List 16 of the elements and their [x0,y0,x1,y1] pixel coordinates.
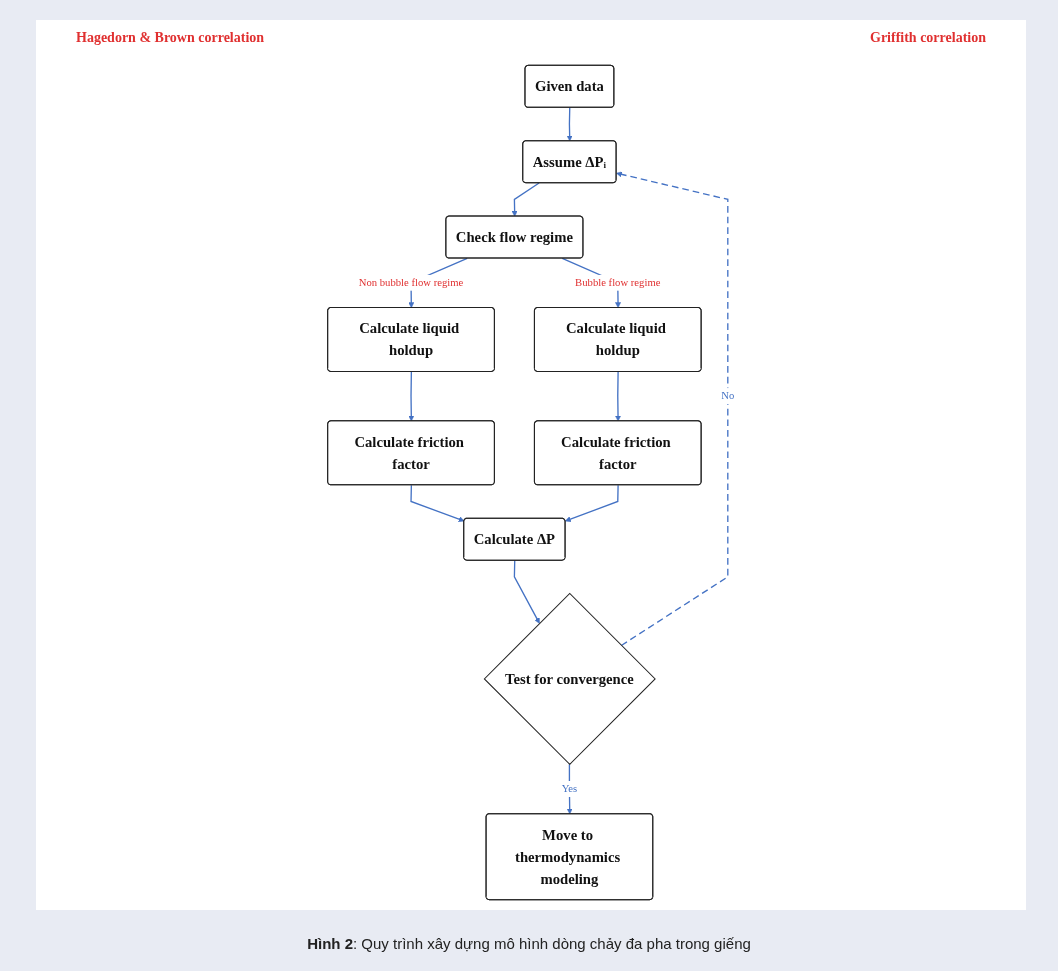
edge-label: Yes [561,782,578,795]
arrow [615,371,621,422]
edge-label: Non bubble flow regime [358,276,464,289]
arrow [565,484,619,522]
arrow [511,182,540,217]
arrow [566,107,573,142]
arrow [408,371,415,422]
figure-caption: Hình 2: Quy trình xây dựng mô hình dòng chảy đa pha trong giếng [306,935,752,952]
correlation-note: Griffith correlation [870,30,986,46]
arrow [616,171,729,647]
arrow [410,484,465,522]
node-diamond: Test for convergence [483,593,656,765]
correlation-note: Hagedorn & Brown correlation [76,30,265,46]
edge-label: No [721,390,735,402]
arrow [513,559,540,624]
edge-label: Bubble flow regime [575,276,661,289]
